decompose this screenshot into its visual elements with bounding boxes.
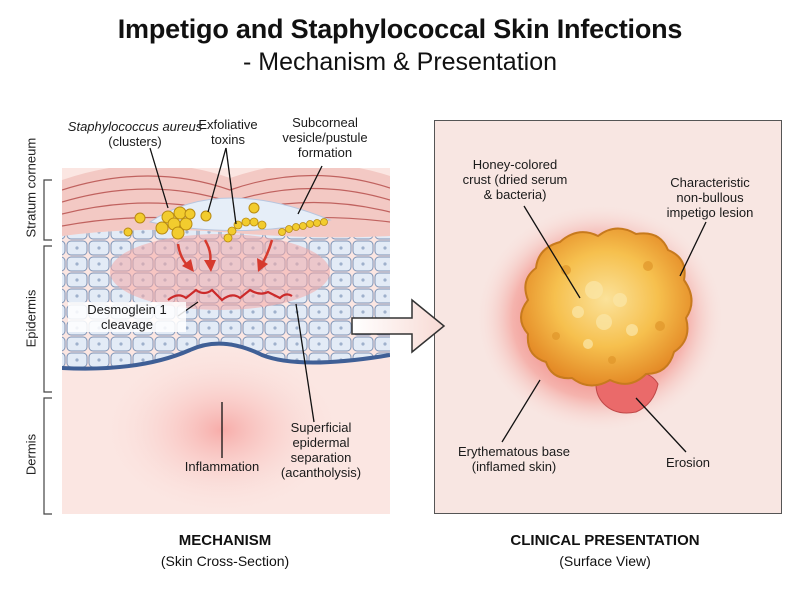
- leader-lines: [149, 147, 707, 458]
- label-desmoglein-line1: Desmoglein 1: [87, 302, 167, 317]
- transition-arrow: [351, 298, 446, 354]
- label-desmoglein-line2: cleavage: [100, 317, 154, 332]
- label-base-line1: Erythematous base: [457, 444, 570, 459]
- label-toxins-line1: Exfoliative: [198, 117, 258, 132]
- bacteria-cluster: [123, 202, 260, 240]
- label-separation-line1: Superficial: [290, 420, 352, 435]
- bacteria-chain: [223, 217, 328, 243]
- label-staphylococcus-species: Staphylococcus aureus: [67, 119, 203, 134]
- toxin-arrows: [176, 239, 274, 272]
- impetigo-lesion: [475, 203, 725, 433]
- label-desmoglein: Desmoglein 1 cleavage: [68, 302, 186, 332]
- label-crust-line3: & bacteria): [483, 187, 547, 202]
- diagram-title: Impetigo and Staphylococcal Skin Infecti…: [117, 14, 683, 44]
- label-epidermis: Epidermis: [23, 289, 39, 348]
- mechanism-caption-subtitle: (Skin Cross-Section): [160, 553, 290, 569]
- label-vesicle-line2: vesicle/pustule: [282, 130, 368, 145]
- label-epidermal-separation: Superficial epidermal separation (acanth…: [266, 420, 376, 480]
- label-inflammation: Inflammation: [184, 459, 260, 474]
- clinical-caption-title: CLINICAL PRESENTATION: [510, 532, 700, 549]
- label-crust-line2: crust (dried serum: [462, 172, 568, 187]
- label-separation-line4: (acantholysis): [280, 465, 362, 480]
- label-dermis: Dermis: [23, 433, 39, 476]
- label-honey-crust: Honey-colored crust (dried serum & bacte…: [452, 157, 578, 202]
- label-base-line2: (inflamed skin): [471, 459, 557, 474]
- label-staphylococcus-clusters: (clusters): [108, 134, 162, 149]
- diagram-subtitle: - Mechanism & Presentation: [242, 48, 558, 76]
- label-characteristic-lesion: Characteristic non-bullous impetigo lesi…: [650, 175, 770, 220]
- label-separation-line3: separation: [290, 450, 352, 465]
- label-vesicle-line1: Subcorneal: [292, 115, 358, 130]
- label-separation-line2: epidermal: [292, 435, 350, 450]
- mechanism-caption-title: MECHANISM: [178, 532, 272, 549]
- label-subcorneal-vesicle: Subcorneal vesicle/pustule formation: [270, 115, 380, 160]
- label-staphylococcus: Staphylococcus aureus (clusters): [60, 119, 210, 149]
- honey-crust: [520, 227, 693, 387]
- desmoglein-cleavage-line: [167, 288, 293, 302]
- label-exfoliative-toxins: Exfoliative toxins: [180, 117, 276, 147]
- clinical-caption-subtitle: (Surface View): [559, 553, 651, 569]
- label-lesion-line3: impetigo lesion: [666, 205, 754, 220]
- layer-brackets: [43, 179, 52, 515]
- label-lesion-line2: non-bullous: [676, 190, 744, 205]
- label-vesicle-line3: formation: [297, 145, 353, 160]
- label-stratum-corneum: Stratum corneum: [23, 137, 39, 238]
- label-toxins-line2: toxins: [211, 132, 245, 147]
- label-crust-line1: Honey-colored: [472, 157, 558, 172]
- label-erosion: Erosion: [665, 455, 711, 470]
- label-erythematous-base: Erythematous base (inflamed skin): [444, 444, 584, 474]
- label-lesion-line1: Characteristic: [670, 175, 750, 190]
